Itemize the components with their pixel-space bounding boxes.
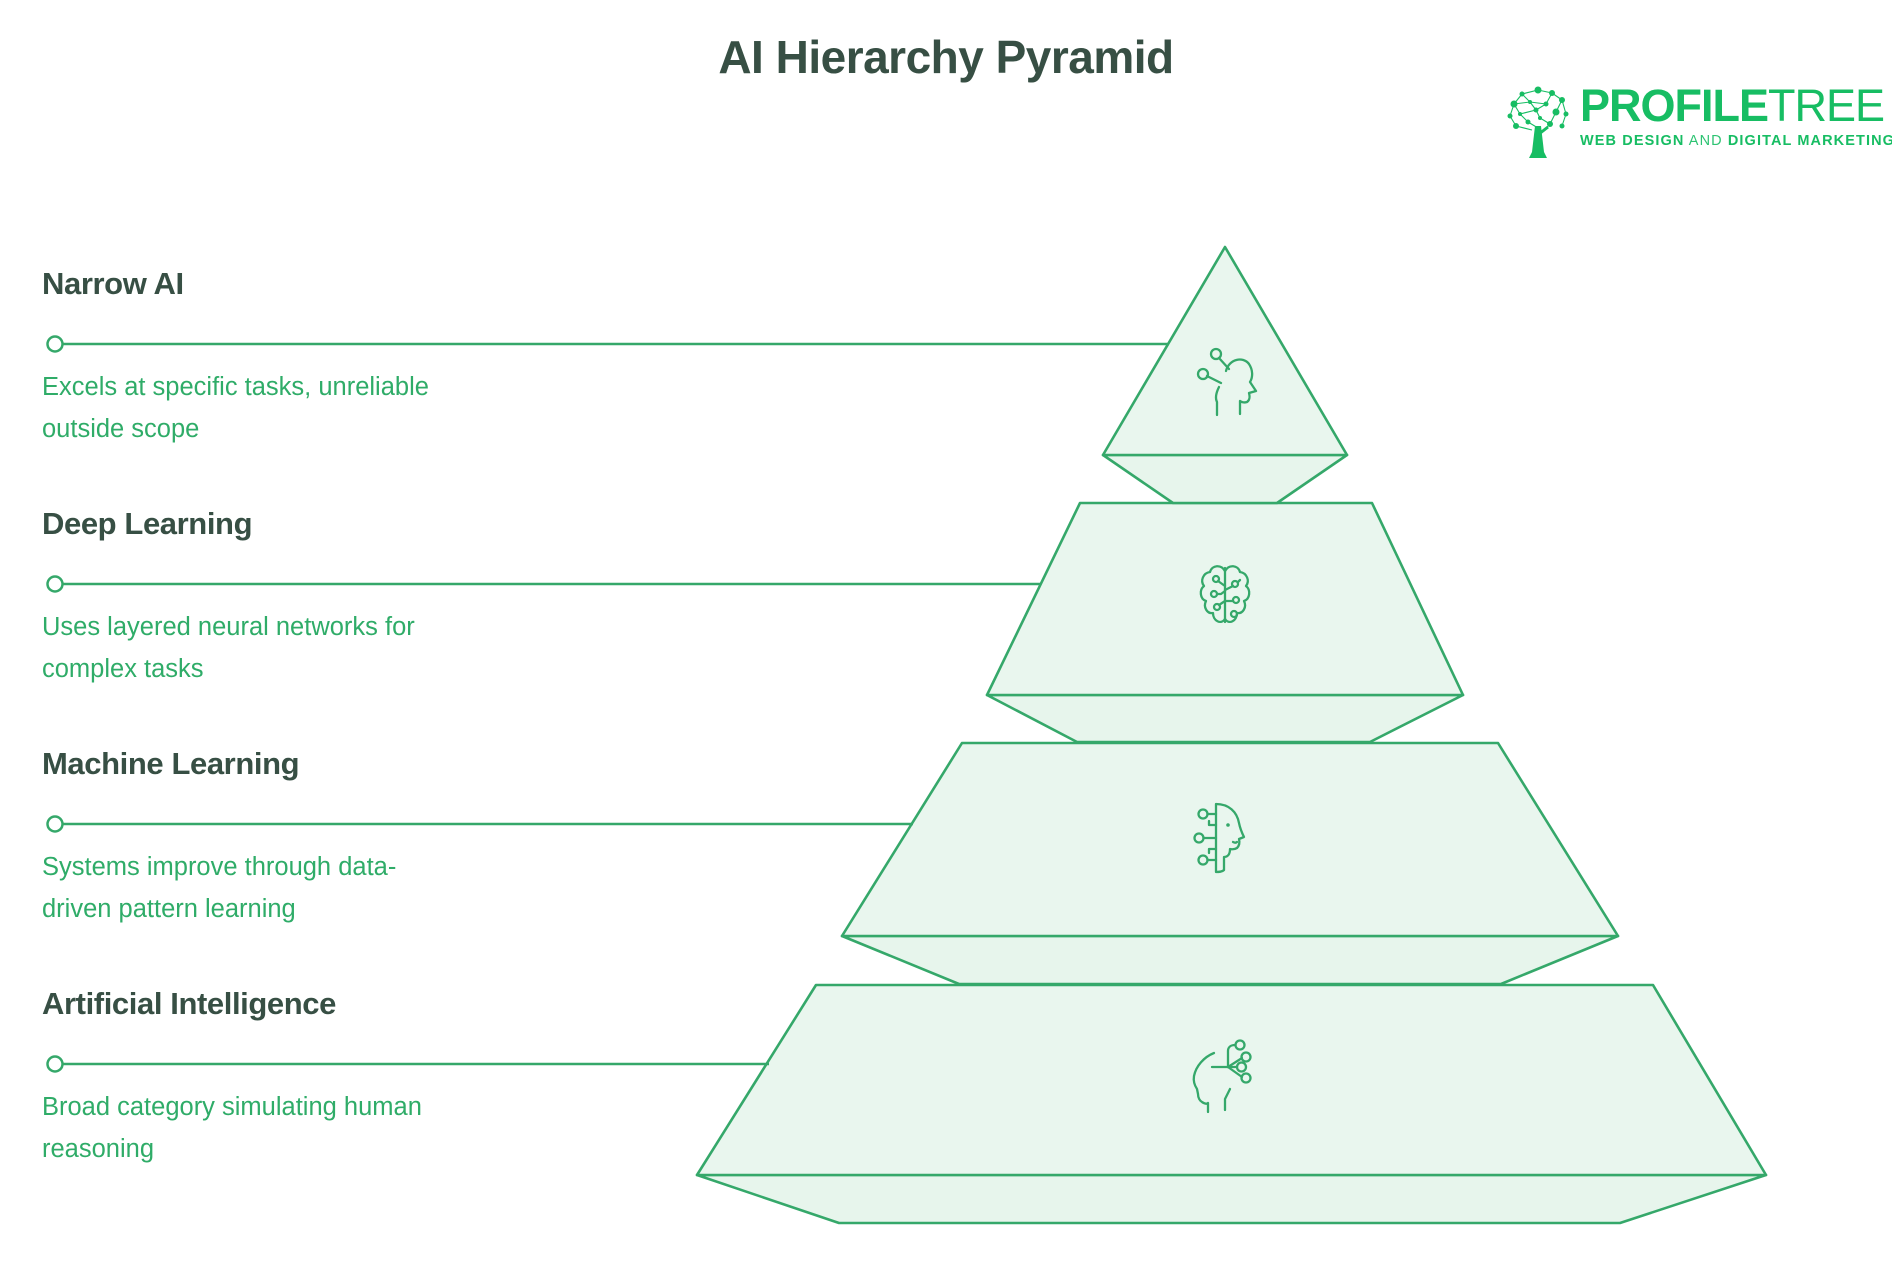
tier-deep-learning-flap (985, 693, 1465, 744)
circuit-brain-icon (1199, 565, 1251, 624)
description-line: reasoning (42, 1135, 154, 1163)
level-heading: Narrow AI (42, 266, 184, 301)
brand-secondary: TREE (1768, 80, 1885, 131)
connector-narrow-ai (46, 335, 1169, 353)
connector-dot (46, 335, 64, 353)
level-description: Excels at specific tasks, unreliable out… (42, 366, 622, 450)
level-heading: Machine Learning (42, 746, 300, 781)
narrow-ai-head-circuit-icon (1196, 347, 1258, 417)
level-description: Uses layered neural networks for complex… (42, 606, 622, 690)
level-heading: Artificial Intelligence (42, 986, 336, 1021)
tagline-and: AND (1688, 133, 1723, 149)
level-label-machine-learning: Machine Learning Systems improve through… (42, 746, 622, 930)
tagline-digital-marketing: DIGITAL MARKETING (1727, 133, 1892, 149)
brand-name: PROFILETREE (1580, 83, 1892, 128)
description-line: Excels at specific tasks, unreliable (42, 373, 429, 401)
tier-machine-learning-flap (840, 934, 1620, 986)
half-face-circuit-pins-icon (1193, 802, 1246, 874)
description-line: driven pattern learning (42, 895, 296, 923)
profiletree-logo-text: PROFILETREE WEB DESIGN AND DIGITAL MARKE… (1580, 83, 1892, 149)
tier-narrow-ai-flap (1101, 453, 1349, 505)
level-description: Broad category simulating human reasonin… (42, 1086, 622, 1170)
tier-machine-learning-shape (840, 741, 1620, 938)
tier-narrow-ai-shape (1101, 245, 1349, 457)
description-line: complex tasks (42, 655, 204, 683)
description-line: Uses layered neural networks for (42, 613, 415, 641)
level-description: Systems improve through data- driven pat… (42, 846, 622, 930)
tagline-web-design: WEB DESIGN (1580, 133, 1685, 149)
description-line: Broad category simulating human (42, 1093, 422, 1121)
connector-dot (46, 575, 64, 593)
connector-dot (46, 815, 64, 833)
connector-deep-learning (46, 575, 1041, 593)
tier-artificial-intelligence-shape (695, 983, 1768, 1177)
connector-dot (46, 1055, 64, 1073)
brand-tagline: WEB DESIGN AND DIGITAL MARKETING (1580, 133, 1892, 149)
connector-artificial-intelligence (46, 1055, 769, 1073)
page-title: AI Hierarchy Pyramid (718, 31, 1174, 83)
tier-artificial-intelligence-flap (695, 1173, 1768, 1225)
connector-machine-learning (46, 815, 913, 833)
profiletree-tree-icon (1507, 86, 1569, 158)
brand-primary: PROFILE (1580, 80, 1769, 131)
level-label-deep-learning: Deep Learning Uses layered neural networ… (42, 506, 622, 690)
level-label-artificial-intelligence: Artificial Intelligence Broad category s… (42, 986, 622, 1170)
head-branch-nodes-icon (1192, 1039, 1252, 1114)
profiletree-logo: PROFILETREE WEB DESIGN AND DIGITAL MARKE… (1506, 83, 1892, 162)
level-heading: Deep Learning (42, 506, 253, 541)
level-label-narrow-ai: Narrow AI Excels at specific tasks, unre… (42, 266, 622, 450)
description-line: outside scope (42, 415, 200, 443)
description-line: Systems improve through data- (42, 853, 397, 881)
